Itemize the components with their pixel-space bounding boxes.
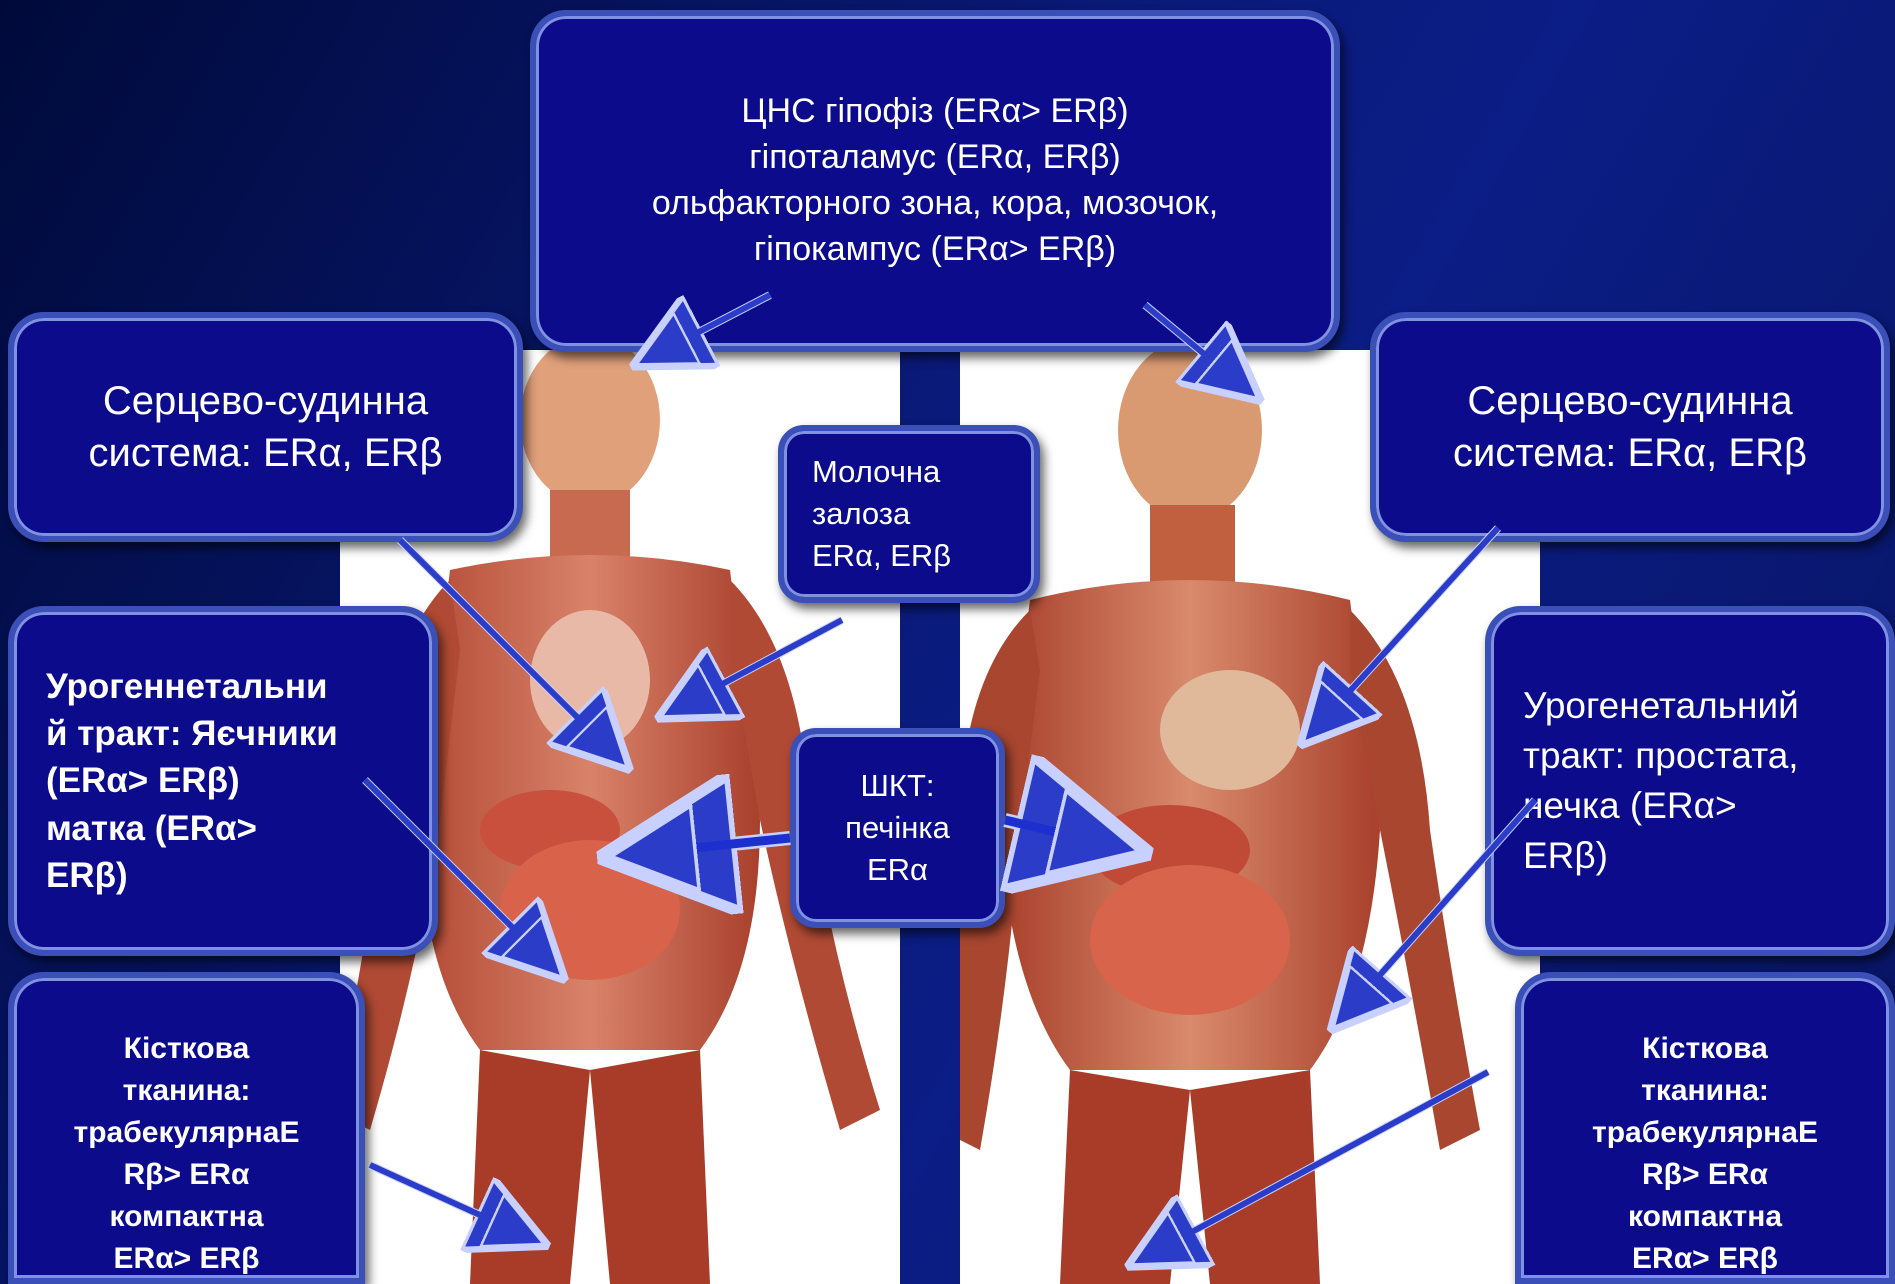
arrow-bone-right-inner	[1140, 1072, 1488, 1260]
arrow-bone-left-inner	[370, 1165, 535, 1240]
arrow-cns-right-inner	[1145, 305, 1250, 392]
arrow-mammary-inner	[670, 620, 842, 712]
arrow-urogen-left-inner	[365, 780, 555, 970]
arrow-gi-right-inner	[1005, 820, 1125, 848]
arrow-urogen-right-inner	[1340, 800, 1535, 1020]
arrow-cardio-left-inner	[400, 540, 620, 760]
arrow-cardio-right-inner	[1310, 528, 1498, 735]
arrow-cns-left-inner	[645, 295, 770, 360]
